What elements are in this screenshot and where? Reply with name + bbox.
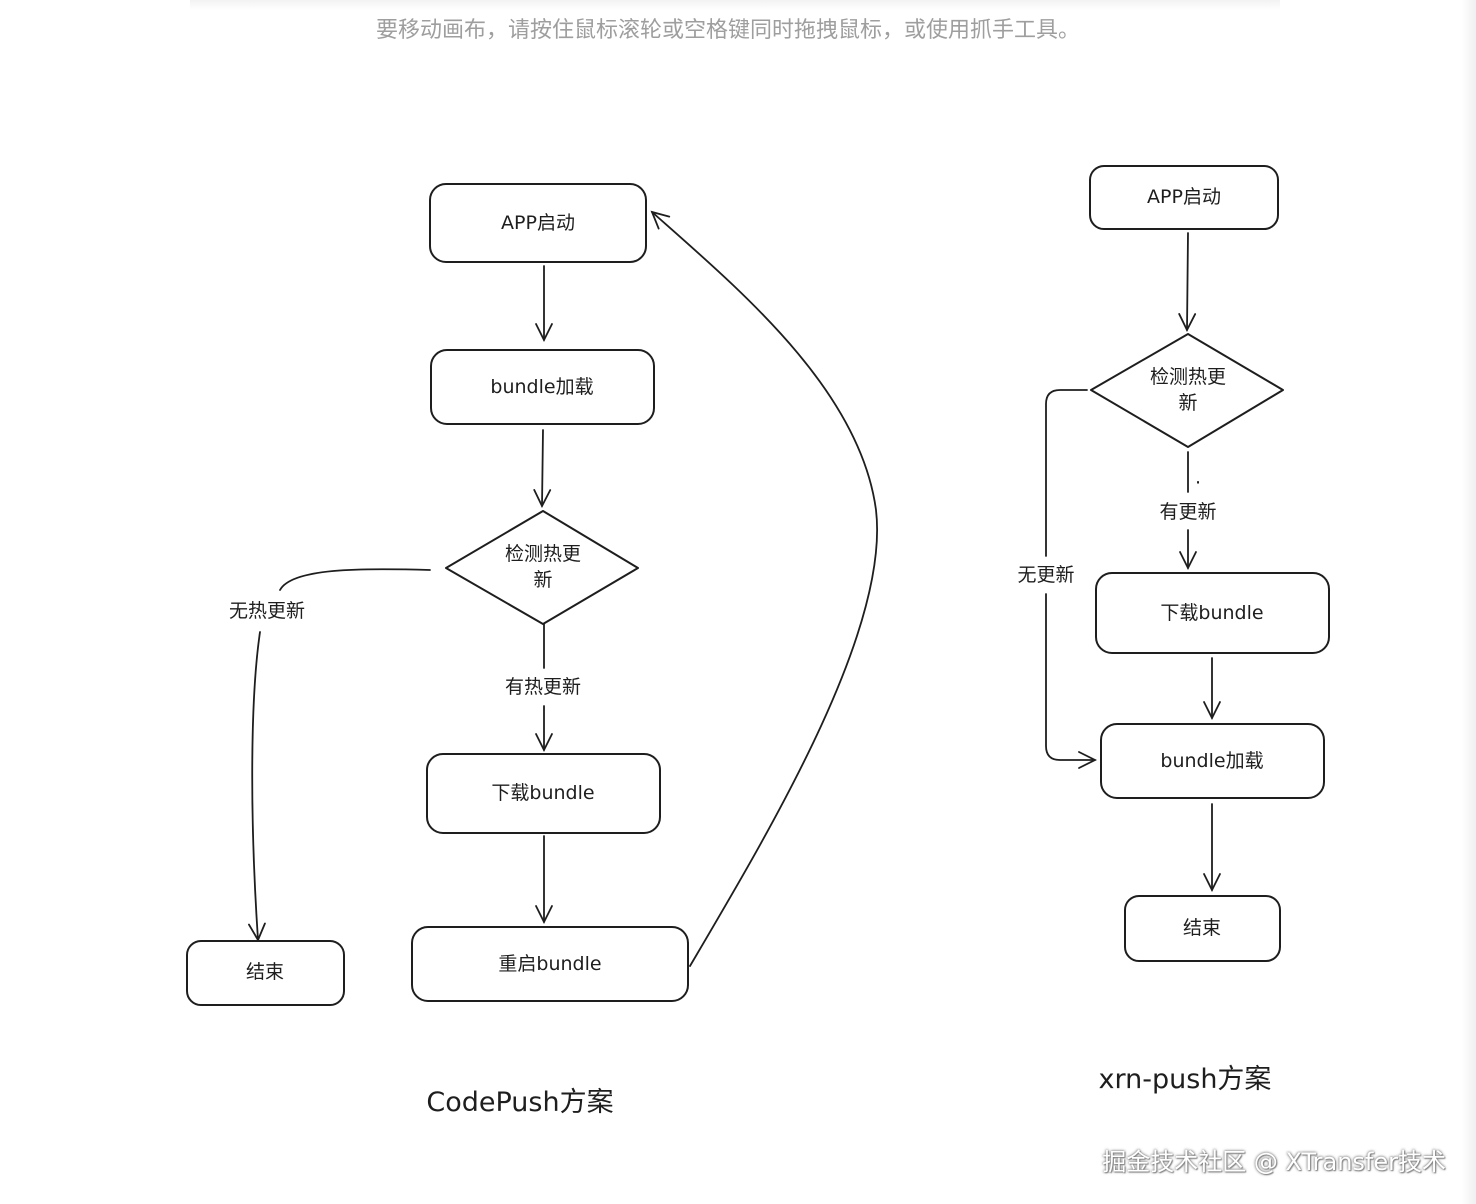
node-x-download-label: 下载bundle — [1160, 602, 1263, 624]
edge-x-label-no-update: 无更新 — [1017, 564, 1074, 586]
edge-label-no-update: 无热更新 — [229, 600, 305, 622]
xrnpush-diagram: APP启动 检测热更 新 下载bundle bundle加载 结束 · 有更新 … — [1017, 165, 1330, 1095]
node-x-end-label: 结束 — [1183, 917, 1221, 939]
node-download[interactable] — [426, 753, 661, 834]
node-x-end[interactable] — [1124, 895, 1281, 962]
node-x-app-start-label: APP启动 — [1147, 186, 1221, 208]
edge-x-check-to-nolabel — [1045, 389, 1088, 557]
node-restart[interactable] — [411, 926, 689, 1002]
watermark: 掘金技术社区 @ XTransfer技术 — [1102, 1148, 1446, 1176]
node-x-download[interactable] — [1095, 572, 1330, 654]
codepush-diagram: APP启动 bundle加载 检测热更 新 下载bundle 重启bundle … — [186, 183, 878, 1118]
edge-nolabel-to-end — [252, 631, 260, 940]
caption-codepush: CodePush方案 — [426, 1087, 613, 1118]
edge-x-label-has-update: 有更新 — [1159, 501, 1216, 523]
edge-x-dot: · — [1195, 472, 1201, 494]
node-app-start[interactable] — [429, 183, 647, 263]
caption-xrnpush: xrn-push方案 — [1099, 1064, 1272, 1095]
edge-restart-to-start — [652, 212, 878, 967]
node-check-update-line2: 新 — [533, 569, 552, 591]
node-end[interactable] — [186, 940, 345, 1006]
canvas-hint: 要移动画布，请按住鼠标滚轮或空格键同时拖拽鼠标，或使用抓手工具。 — [375, 18, 1080, 43]
node-x-check-update-line2: 新 — [1178, 392, 1197, 414]
node-restart-label: 重启bundle — [498, 953, 601, 975]
edge-x-start-to-check — [1187, 232, 1188, 330]
node-check-update[interactable] — [445, 510, 639, 625]
edge-check-to-nolabel — [279, 568, 431, 591]
node-check-update-line1: 检测热更 — [505, 543, 581, 565]
node-x-bundle-load[interactable] — [1100, 723, 1325, 799]
node-download-label: 下载bundle — [491, 782, 594, 804]
node-bundle-load[interactable] — [430, 349, 655, 425]
edge-label-has-update: 有热更新 — [505, 676, 581, 698]
node-x-app-start[interactable] — [1089, 165, 1279, 230]
edge-load-to-check — [542, 429, 543, 506]
node-x-bundle-load-label: bundle加载 — [1160, 750, 1263, 772]
node-app-start-label: APP启动 — [501, 212, 575, 234]
node-end-label: 结束 — [246, 961, 284, 983]
node-bundle-load-label: bundle加载 — [490, 376, 593, 398]
edge-x-nolabel-to-load — [1045, 593, 1095, 760]
node-x-check-update[interactable] — [1090, 333, 1284, 448]
toolbar-shadow — [190, 0, 1280, 10]
canvas-edge — [1462, 0, 1476, 1204]
node-x-check-update-line1: 检测热更 — [1150, 366, 1226, 388]
